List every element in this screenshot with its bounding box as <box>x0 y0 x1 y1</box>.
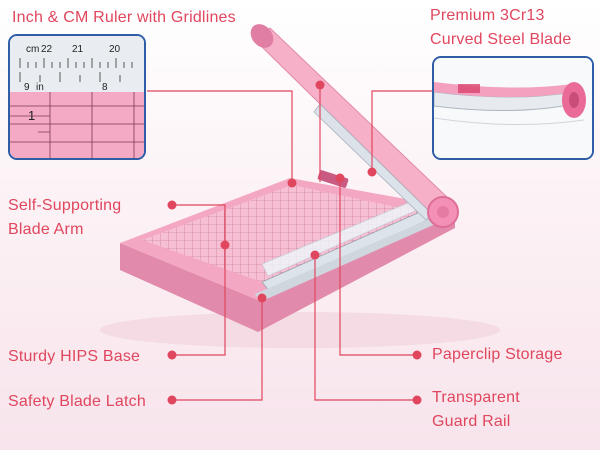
arm-label-line2: Blade Arm <box>8 221 84 238</box>
arm-label: Self-Supporting Blade Arm <box>8 194 121 242</box>
blade-inset <box>432 56 594 160</box>
ruler-label-text: Inch & CM Ruler with Gridlines <box>12 9 236 26</box>
arm-label-line1: Self-Supporting <box>8 197 122 214</box>
blade-closeup <box>434 58 592 158</box>
leader-dots <box>167 80 422 405</box>
blade-label-line1: Premium 3Cr13 <box>430 7 545 24</box>
cutting-grid <box>142 185 420 282</box>
base-label-text: Sturdy HIPS Base <box>8 348 141 365</box>
blade-label: Premium 3Cr13 Curved Steel Blade <box>430 4 571 52</box>
blade-label-line2: Curved Steel Blade <box>430 31 572 48</box>
leader-lines <box>147 85 500 401</box>
in-unit-label: in <box>36 82 44 93</box>
paperclip-label: Paperclip Storage <box>432 343 563 367</box>
ruler-label: Inch & CM Ruler with Gridlines <box>12 6 236 30</box>
handle-grip <box>250 24 274 48</box>
blade <box>313 103 433 221</box>
in-tick-9: 9 <box>24 82 30 93</box>
cm-unit-label: cm <box>26 44 39 55</box>
base-label: Sturdy HIPS Base <box>8 345 140 369</box>
guard-label-line1: Transparent <box>432 389 520 406</box>
cm-tick-21: 21 <box>72 44 84 55</box>
guard-label-line2: Guard Rail <box>432 413 511 430</box>
latch-label: Safety Blade Latch <box>8 390 146 414</box>
base-side <box>120 208 455 332</box>
guard-label: Transparent Guard Rail <box>432 386 520 434</box>
ruler-inset: cm 22 21 20 9 in 8 1 <box>8 34 146 160</box>
base-shadow <box>100 312 500 348</box>
grid-number: 1 <box>28 108 35 123</box>
cm-tick-20: 20 <box>109 44 121 55</box>
ruler-closeup: cm 22 21 20 9 in 8 1 <box>10 36 144 158</box>
cm-tick-22: 22 <box>41 44 53 55</box>
pivot-center <box>437 206 449 218</box>
in-tick-8: 8 <box>102 82 108 93</box>
paperclip-recess <box>317 170 349 188</box>
latch-label-text: Safety Blade Latch <box>8 393 146 410</box>
paperclip-label-text: Paperclip Storage <box>432 346 563 363</box>
ruler-gridlines <box>10 92 144 158</box>
front-strip <box>255 208 458 302</box>
